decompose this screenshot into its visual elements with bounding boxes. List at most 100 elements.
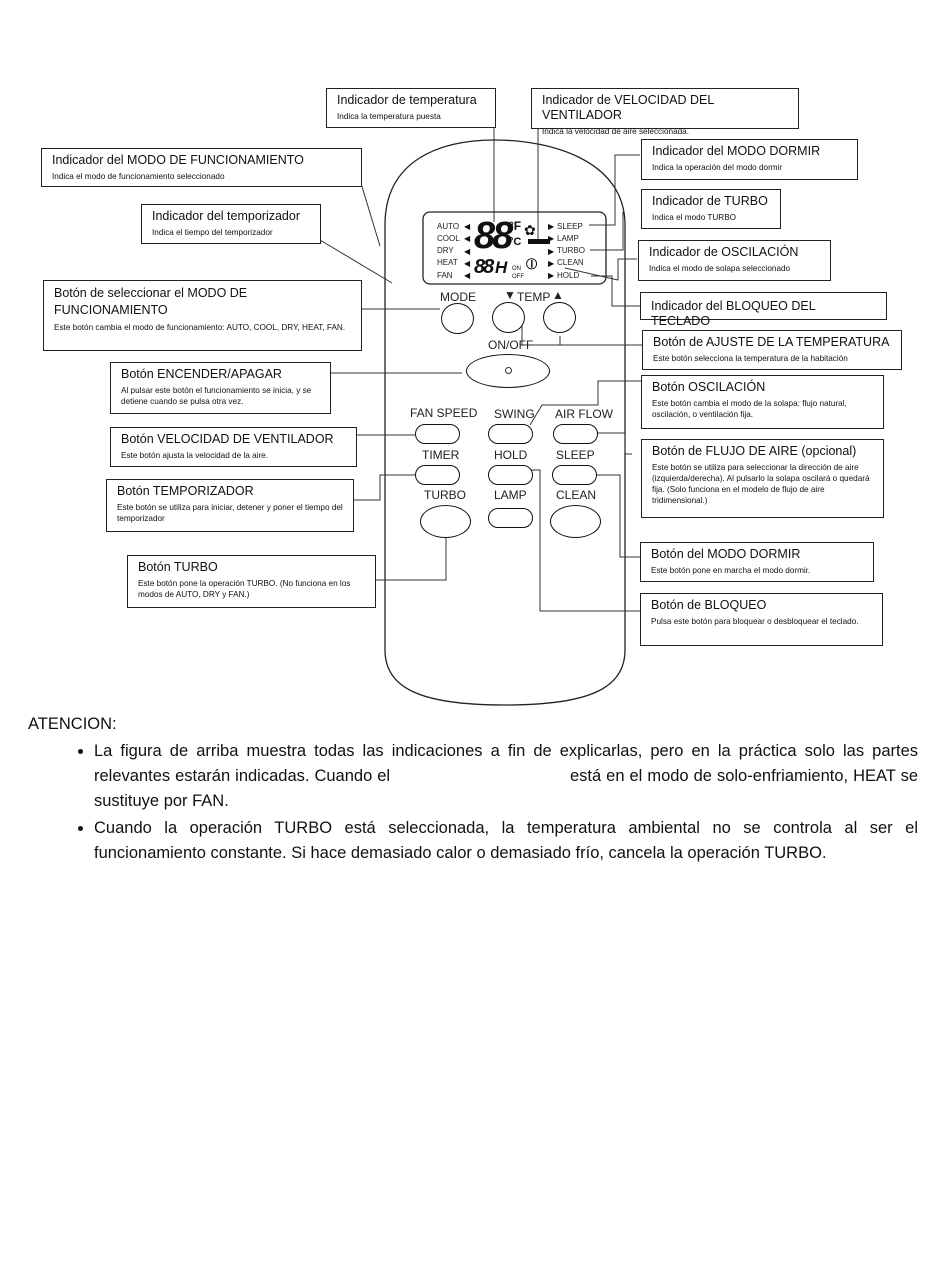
callout-sleep-button: Botón del MODO DORMIR Este botón pone en… [640,542,874,582]
lcd-timer-h: H [495,258,508,277]
temp-up-button[interactable] [543,302,576,333]
callout-desc: Indica el modo de solapa seleccionado [649,264,791,273]
clean-button[interactable] [550,505,601,538]
list-item: Cuando la operación TURBO está seleccion… [94,816,918,866]
callout-desc: Indica la operación del modo dormir [652,163,783,172]
lcd-lamp: LAMP [557,234,579,243]
turbo-label: TURBO [424,488,466,502]
callout-desc: Indica el modo TURBO [652,213,737,222]
fanspeed-label: FAN SPEED [410,406,478,420]
callout-turbo-button: Botón TURBO Este botón pone la operación… [127,555,376,608]
callout-title: Botón de BLOQUEO [651,598,767,612]
callout-lock-indicator: Indicador del BLOQUEO DEL TECLADO [640,292,887,328]
callout-desc: Al pulsar este botón el funcionamiento s… [121,386,312,406]
callout-desc: Indica la temperatura puesta [337,112,441,121]
lcd-swing-icon: ⦶ [526,256,538,273]
list-item: La figura de arriba muestra todas las in… [94,739,918,814]
lcd-mode-fan: FAN [437,271,453,280]
callout-timer-button: Botón TEMPORIZADOR Este botón se utiliza… [106,479,354,532]
lcd-mode-auto: AUTO [437,222,460,231]
callout-desc: Este botón se utiliza para seleccionar l… [652,463,870,505]
hold-label: HOLD [494,448,528,462]
callout-mode-indicator: Indicador del MODO DE FUNCIONAMIENTO Ind… [41,148,362,187]
attention-list: La figura de arriba muestra todas las in… [28,739,918,866]
lcd-mode-heat: HEAT [437,258,458,267]
onoff-dot-icon [505,367,512,374]
callout-swing-button: Botón OSCILACIÓN Este botón cambia el mo… [641,375,884,429]
callout-desc: Indica la velocidad de aire seleccionada… [542,127,690,136]
lcd-mode-cool: COOL [437,234,460,243]
callout-title: Indicador del temporizador [152,209,300,223]
lcd-turbo: TURBO [557,246,585,255]
lcd-timer-on: ON [512,266,521,272]
callout-title: Indicador de temperatura [337,93,477,107]
hold-button[interactable] [488,465,533,485]
sleep-button[interactable] [552,465,597,485]
lcd-fan-icon: ✿ [524,222,536,238]
timer-button[interactable] [415,465,460,485]
clean-label: CLEAN [556,488,597,502]
mode-button[interactable] [441,303,474,334]
callout-desc: Este botón pone la operación TURBO. (No … [138,579,351,599]
callout-title: Botón ENCENDER/APAGAR [121,367,282,381]
callout-swing-indicator: Indicador de OSCILACIÓN Indica el modo d… [638,240,831,281]
mode-label: MODE [440,290,476,304]
temp-down-icon: ▼ [504,288,516,302]
lcd-sleep: SLEEP [557,222,583,231]
callout-title: Botón TEMPORIZADOR [117,484,254,498]
lcd-fan-bars [528,239,550,244]
lamp-button[interactable] [488,508,533,528]
remote-body [384,139,626,706]
callout-desc: Este botón selecciona la temperatura de … [653,354,848,363]
callout-title: Indicador de VELOCIDAD DEL VENTILADOR [542,93,714,122]
callout-title: Botón de FLUJO DE AIRE (opcional) [652,444,857,458]
callout-lock-button: Botón de BLOQUEO Pulsa este botón para b… [640,593,883,646]
callout-temp-button: Botón de AJUSTE DE LA TEMPERATURA Este b… [642,330,902,370]
sleep-label: SLEEP [556,448,595,462]
callout-onoff-button: Botón ENCENDER/APAGAR Al pulsar este bot… [110,362,331,414]
callout-temp-indicator: Indicador de temperatura Indica la tempe… [326,88,496,128]
swing-button[interactable] [488,424,533,444]
lcd-unit-f: °F [509,219,522,233]
lcd-arrows-right: ▶▶▶▶▶ [548,222,555,281]
callout-title: Botón OSCILACIÓN [652,380,766,394]
temp-up-icon: ▲ [552,288,564,302]
callout-desc: Este botón pone en marcha el modo dormir… [651,566,811,575]
callout-desc: Este botón cambia el modo de la solapa: … [652,399,847,419]
callout-desc: Este botón ajusta la velocidad de la air… [121,451,269,460]
callout-title: Indicador del MODO DE FUNCIONAMIENTO [52,153,304,167]
lcd-clean: CLEAN [557,258,584,267]
attention-notes: ATENCION: La figura de arriba muestra to… [28,712,918,868]
lcd-unit-c: °C [509,236,522,248]
callout-desc: Indica el tiempo del temporizador [152,228,273,237]
callout-desc: Pulsa este botón para bloquear o desbloq… [651,617,859,626]
callout-title: Indicador del BLOQUEO DEL TECLADO [651,299,816,328]
lcd-arrows: ◀◀◀◀◀ [464,222,471,281]
attention-heading: ATENCION: [28,715,117,733]
callout-title: Indicador de TURBO [652,194,768,208]
temp-label: TEMP [517,290,551,304]
airflow-button[interactable] [553,424,598,444]
callout-timer-indicator: Indicador del temporizador Indica el tie… [141,204,321,244]
onoff-label: ON/OFF [488,338,534,352]
lcd-timer-off: OFF [512,274,524,280]
callout-sleep-indicator: Indicador del MODO DORMIR Indica la oper… [641,139,858,180]
callout-fanspeed-button: Botón VELOCIDAD DE VENTILADOR Este botón… [110,427,357,467]
lcd-frame [422,211,607,285]
temp-down-button[interactable] [492,302,525,333]
lcd-hold: HOLD [557,271,580,280]
fanspeed-button[interactable] [415,424,460,444]
callout-airflow-button: Botón de FLUJO DE AIRE (opcional) Este b… [641,439,884,518]
callout-title: Botón TURBO [138,560,218,574]
lcd-temp-digits: 88 [474,215,513,257]
callout-title: Indicador de OSCILACIÓN [649,245,799,259]
turbo-button[interactable] [420,505,471,538]
timer-label: TIMER [422,448,460,462]
callout-title: Botón de AJUSTE DE LA TEMPERATURA [653,335,890,349]
lcd-mode-dry: DRY [437,246,454,255]
onoff-button[interactable] [466,354,550,388]
lcd-timer-digits: 88 [474,256,494,278]
callout-mode-button: Botón de seleccionar el MODO DE FUNCIONA… [43,280,362,351]
callout-desc: Este botón se utiliza para iniciar, dete… [117,503,343,523]
lamp-label: LAMP [494,488,527,502]
